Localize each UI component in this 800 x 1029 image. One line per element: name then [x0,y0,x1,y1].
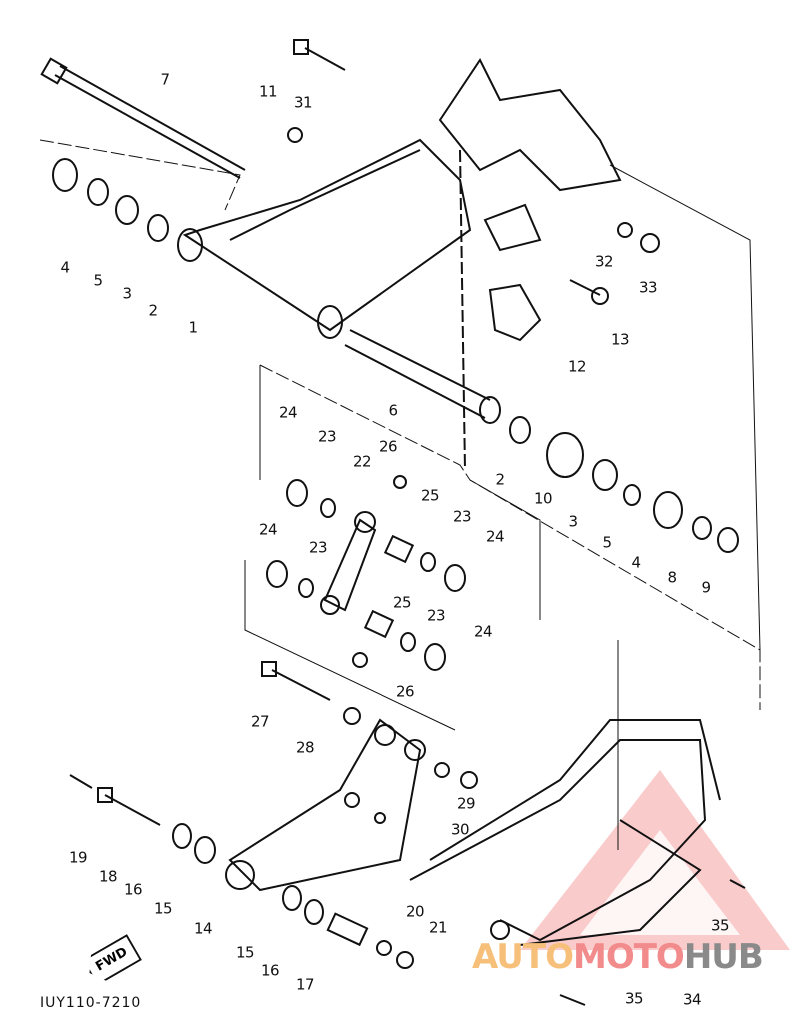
bearings-right [509,416,739,553]
part-12 [488,283,542,342]
part-label: 26 [378,437,398,456]
part-label: 1 [188,318,198,337]
part-label: 6 [388,401,398,420]
part-label: 32 [594,252,614,271]
part-label: 18 [98,867,118,886]
part-label: 10 [533,489,553,508]
diagram-code: IUY110-7210 [40,995,142,1011]
bearings-left [52,158,169,242]
part-label: 24 [278,403,298,422]
part-label: 11 [258,82,278,101]
part-label: 14 [193,919,213,938]
part-label: 26 [395,682,415,701]
part-label: 5 [602,533,612,552]
part-label: 2 [495,470,505,489]
part-chain-guide [483,203,542,252]
part-label: 23 [452,507,472,526]
part-label: 5 [93,271,103,290]
part-label: 7 [160,70,170,89]
part-label: 20 [405,902,425,921]
part-label: 16 [260,961,280,980]
part-label: 2 [148,301,158,320]
part-label: 19 [68,848,88,867]
part-label: 21 [428,918,448,937]
part-label: 23 [317,427,337,446]
frame-bracket-34 [409,719,721,946]
swingarm-1 [177,58,622,471]
bushings [266,479,466,671]
part-label: 35 [710,916,730,935]
pivot-shaft-6 [344,329,501,424]
part-label: 16 [123,880,143,899]
part-label: 4 [60,258,70,277]
part-label: 15 [153,899,173,918]
part-label: 31 [293,93,313,112]
part-label: 34 [682,990,702,1009]
part-label: 29 [456,794,476,813]
part-label: 25 [392,593,412,612]
part-label: 23 [426,606,446,625]
leader-lines [39,139,761,850]
part-label: 24 [258,520,278,539]
part-label: 8 [667,568,677,587]
part-label: 33 [638,278,658,297]
part-label: 15 [235,943,255,962]
connecting-rod-22 [320,511,377,615]
part-label: 9 [701,578,711,597]
axle-7 [40,57,246,179]
part-label: 17 [295,975,315,994]
part-label: 12 [567,357,587,376]
part-label: 28 [295,738,315,757]
part-label: 30 [450,820,470,839]
part-label: 27 [250,712,270,731]
watermark-logo: AUTOMOTOHUB [472,937,764,977]
part-label: 25 [420,486,440,505]
part-label: 22 [352,452,372,471]
part-label: 24 [485,527,505,546]
part-label: 24 [473,622,493,641]
part-label: 13 [610,330,630,349]
part-label: 35 [624,989,644,1008]
part-label: 3 [122,284,132,303]
relay-arm-14 [225,718,426,892]
part-label: 4 [631,553,641,572]
part-label: 23 [308,538,328,557]
part-label: 3 [568,512,578,531]
